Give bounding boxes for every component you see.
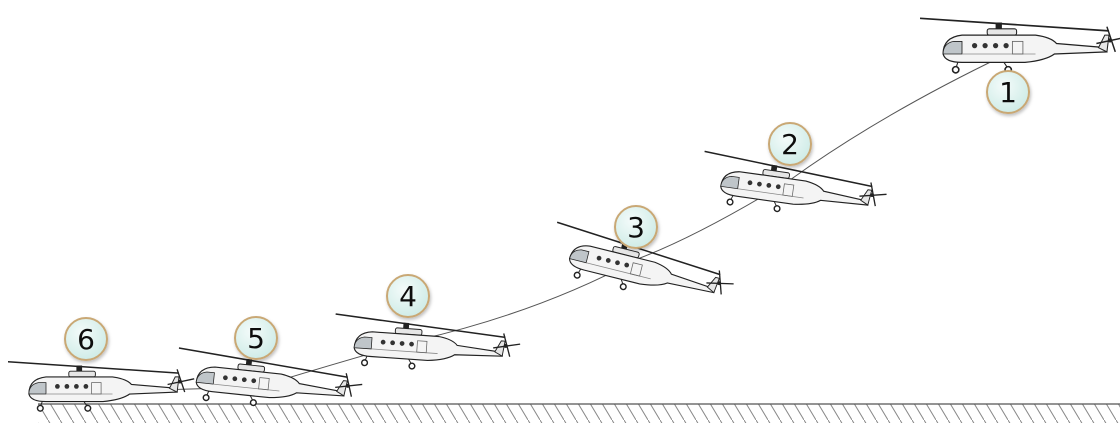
helicopter-icon xyxy=(920,18,1120,73)
flight-trajectory xyxy=(90,55,1005,392)
stage-badge-1: 1 xyxy=(987,71,1029,113)
helicopter-icon xyxy=(332,314,521,376)
stage-badge-5: 5 xyxy=(235,317,277,359)
stage-badge-label: 2 xyxy=(781,128,799,161)
stage-badge-2: 2 xyxy=(769,123,811,165)
helicopter-stage-1 xyxy=(920,18,1120,73)
stage-badge-4: 4 xyxy=(387,275,429,317)
stage-badge-6: 6 xyxy=(65,318,107,360)
stage-badge-label: 4 xyxy=(399,280,417,313)
helicopter-stage-4 xyxy=(332,314,521,376)
stage-badge-label: 3 xyxy=(627,211,645,244)
stage-badge-label: 1 xyxy=(999,76,1017,109)
stage-badge-label: 6 xyxy=(77,323,95,356)
stage-badge-3: 3 xyxy=(615,206,657,248)
ground-hatching xyxy=(38,404,1120,423)
stage-badge-label: 5 xyxy=(247,322,265,355)
